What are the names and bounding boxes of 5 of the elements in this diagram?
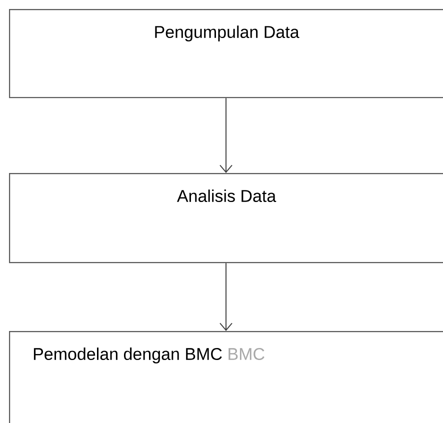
- process-box: Pengumpulan Data: [9, 9, 443, 98]
- process-box: Pemodelan dengan BMC BMC: [9, 331, 443, 423]
- arrow: [220, 262, 232, 331]
- arrow: [220, 98, 232, 173]
- process-box: Analisis Data: [9, 173, 443, 264]
